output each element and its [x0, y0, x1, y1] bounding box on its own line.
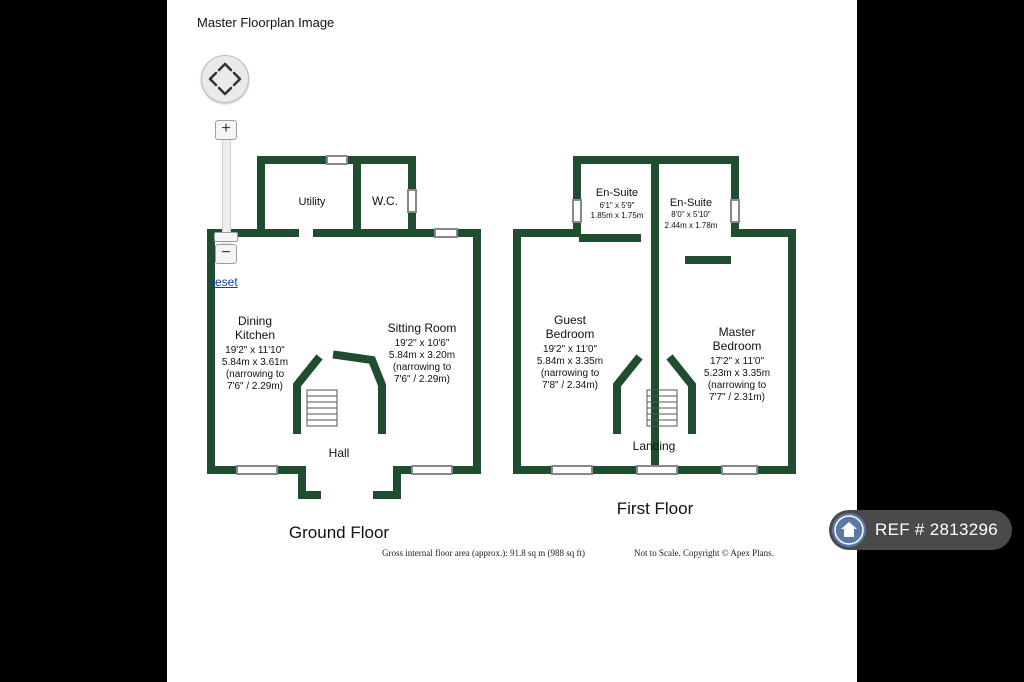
reset-link[interactable]: reset	[211, 275, 238, 289]
home-icon	[832, 513, 866, 547]
dining-name2: Kitchen	[235, 328, 275, 342]
floorplan-viewer: Master Floorplan Image	[167, 0, 857, 682]
dining-note2: 7'6" / 2.29m)	[227, 381, 283, 392]
ref-number: REF # 2813296	[875, 520, 998, 539]
guest-name2: Bedroom	[546, 327, 595, 341]
ensuite2-metric: 2.44m x 1.78m	[665, 221, 718, 230]
sitting-metric: 5.84m x 3.20m	[389, 350, 455, 361]
first-floor-title: First Floor	[617, 499, 694, 518]
ensuite1-metric: 1.85m x 1.75m	[591, 211, 644, 220]
dining-name1: Dining	[238, 314, 272, 328]
guest-metric: 5.84m x 3.35m	[537, 356, 603, 367]
floor-area-note: Gross internal floor area (approx.): 91.…	[382, 548, 585, 558]
ref-badge: REF # 2813296	[829, 510, 1012, 550]
ground-floor-title: Ground Floor	[289, 523, 389, 542]
master-note1: (narrowing to	[708, 380, 767, 391]
sitting-note1: (narrowing to	[393, 362, 452, 373]
guest-note2: 7'8" / 2.34m)	[542, 380, 598, 391]
pan-control[interactable]	[201, 55, 249, 103]
guest-imperial: 19'2" x 11'0"	[543, 344, 598, 355]
image-caption: Master Floorplan Image	[197, 15, 335, 30]
windows	[236, 155, 758, 475]
master-name1: Master	[719, 325, 756, 339]
landing-label: Landing	[633, 439, 676, 453]
sitting-name: Sitting Room	[388, 321, 457, 335]
sitting-note2: 7'6" / 2.29m)	[394, 374, 450, 385]
guest-name1: Guest	[554, 313, 587, 327]
ensuite2-imperial: 8'0" x 5'10"	[671, 210, 711, 219]
ensuite2-name: En-Suite	[670, 197, 712, 209]
copyright-note: Not to Scale. Copyright © Apex Plans.	[634, 548, 774, 558]
dining-metric: 5.84m x 3.61m	[222, 357, 288, 368]
stairs	[306, 389, 678, 427]
dining-note1: (narrowing to	[226, 369, 285, 380]
master-note2: 7'7" / 2.31m)	[709, 392, 765, 403]
floorplan-drawing: Utility W.C. Dining Kitchen 19'2" x 11'1…	[207, 155, 796, 558]
hall-label: Hall	[329, 446, 350, 460]
sitting-imperial: 19'2" x 10'6"	[395, 338, 450, 349]
zoom-slider-track[interactable]	[222, 128, 231, 263]
master-name2: Bedroom	[713, 339, 762, 353]
ensuite1-name: En-Suite	[596, 187, 638, 199]
master-metric: 5.23m x 3.35m	[704, 368, 770, 379]
zoom-slider-handle[interactable]	[214, 232, 238, 242]
ensuite1-imperial: 6'1" x 5'9"	[600, 201, 635, 210]
master-imperial: 17'2" x 11'0"	[710, 356, 765, 367]
dining-imperial: 19'2" x 11'10"	[225, 345, 285, 356]
utility-label: Utility	[299, 196, 326, 208]
zoom-out-button[interactable]: −	[215, 244, 237, 264]
zoom-in-button[interactable]: +	[215, 120, 237, 140]
guest-note1: (narrowing to	[541, 368, 600, 379]
wc-label: W.C.	[372, 194, 398, 208]
pan-arrows-icon	[208, 62, 242, 96]
